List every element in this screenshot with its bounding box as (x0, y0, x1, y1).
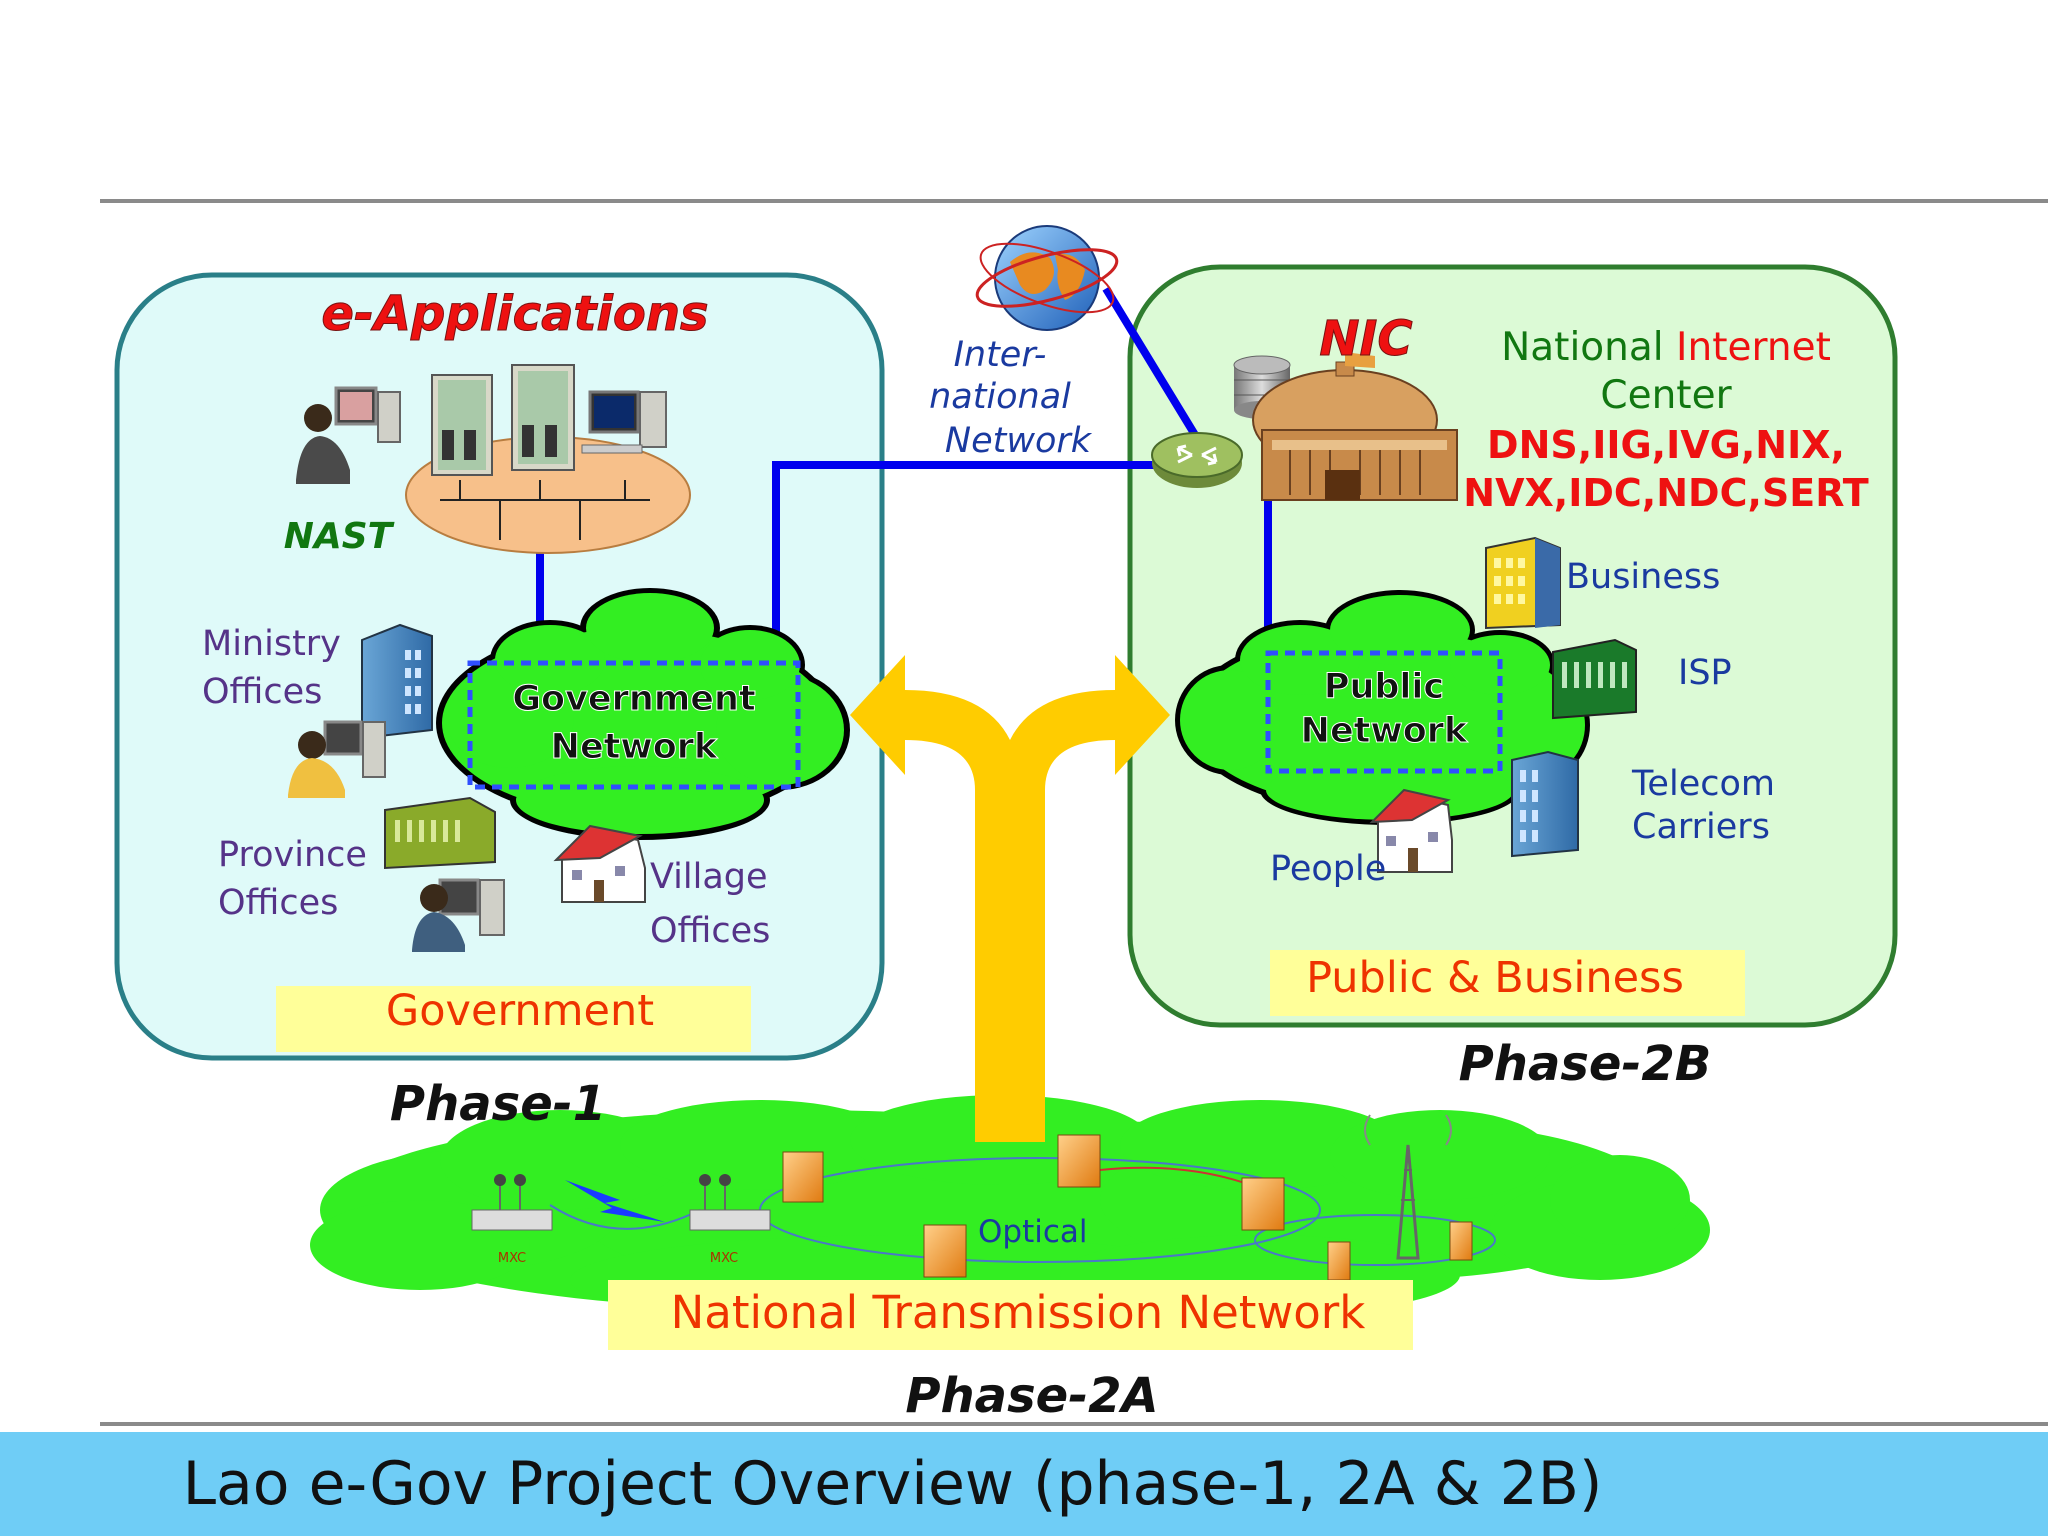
ministry-label: Ministry (202, 624, 341, 664)
telecom-label: Carriers (1632, 807, 1770, 847)
mxc-equipment-icon (689, 1174, 771, 1231)
public-business-box-label: Public & Business (1306, 953, 1684, 1003)
province-label: Province (218, 835, 367, 875)
international-network-label: Inter- (954, 335, 1047, 375)
optical-node-icon (923, 1224, 967, 1278)
business-label: Business (1566, 557, 1720, 597)
workstation-icon (323, 720, 386, 778)
mxc-label: MXC (710, 1251, 738, 1266)
national-word: National (1501, 325, 1676, 370)
province-label: Offices (218, 883, 338, 923)
phase-2b-label: Phase-2B (1459, 1036, 1712, 1092)
mxc-label: MXC (498, 1251, 526, 1266)
nic-services-label: NVX,IDC,NDC,SERT (1463, 471, 1868, 515)
workstation-icon (438, 878, 505, 936)
blue-links (536, 286, 1272, 664)
building-icon (1511, 750, 1579, 858)
slide-title: Lao e-Gov Project Overview (phase-1, 2A … (182, 1449, 1603, 1519)
international-network-label: Network (945, 421, 1093, 461)
antenna-tower-icon (1364, 1114, 1452, 1260)
server-icon (511, 364, 575, 471)
transmission-box-label: National Transmission Network (671, 1286, 1366, 1339)
building-icon (1485, 536, 1561, 630)
nast-label: NAST (284, 516, 395, 557)
optical-node-icon (1449, 1221, 1473, 1261)
building-icon (361, 623, 433, 740)
public-network-label: Public (1324, 667, 1444, 707)
national-internet-center-label: National Internet (1501, 325, 1831, 370)
globe-icon (975, 225, 1119, 331)
government-box-label: Government (386, 986, 654, 1036)
isp-label: ISP (1678, 653, 1732, 693)
government-network-label: Government (512, 679, 755, 719)
center-label: Center (1600, 373, 1732, 418)
public-business-label-box (1270, 950, 1745, 1016)
phase-2a-label: Phase-2A (905, 1368, 1158, 1424)
public-network-cloud (1175, 590, 1590, 825)
transmission-label-box (608, 1280, 1413, 1350)
government-network-label: Network (551, 727, 718, 767)
house-icon (1369, 788, 1453, 873)
diagram-text: e-Applications NAST Ministry Offices Pro… (202, 286, 1869, 1425)
building-icon (1552, 638, 1637, 720)
telecom-label: Telecom (1631, 764, 1775, 804)
government-network-cloud (436, 588, 850, 840)
nic-label: NIC (1319, 311, 1412, 367)
village-label: Village (650, 857, 768, 897)
yellow-split-arrow (850, 655, 1170, 1142)
village-label: Offices (650, 911, 770, 951)
mxc-equipment-icon (471, 1174, 553, 1231)
optical-node-icon (1057, 1134, 1101, 1188)
router-icon (1151, 432, 1243, 488)
optical-node-icon (782, 1151, 824, 1203)
public-network-label: Network (1301, 711, 1468, 751)
phase-1-label: Phase-1 (390, 1076, 606, 1132)
optical-node-icon (1241, 1177, 1285, 1231)
house-icon (553, 824, 646, 903)
footer-bar (0, 1432, 2048, 1536)
people-label: People (1270, 849, 1386, 889)
international-network-label: national (929, 377, 1071, 417)
nic-services-label: DNS,IIG,IVG,NIX, (1487, 423, 1845, 467)
building-icon (384, 796, 496, 870)
lightning-icon (565, 1180, 665, 1222)
optical-node-icon (1327, 1241, 1351, 1281)
workstation-icon (581, 390, 667, 454)
government-label-box (276, 986, 751, 1052)
ministry-label: Offices (202, 672, 322, 712)
person-icon (296, 404, 350, 484)
person-icon (288, 731, 345, 798)
nic-building-icon (1252, 352, 1458, 501)
person-icon (412, 884, 465, 952)
workstation-icon (334, 386, 401, 443)
internet-word: Internet (1676, 325, 1831, 370)
e-applications-title: e-Applications (321, 286, 708, 342)
optical-label: Optical (978, 1214, 1088, 1250)
server-icon (431, 374, 493, 476)
